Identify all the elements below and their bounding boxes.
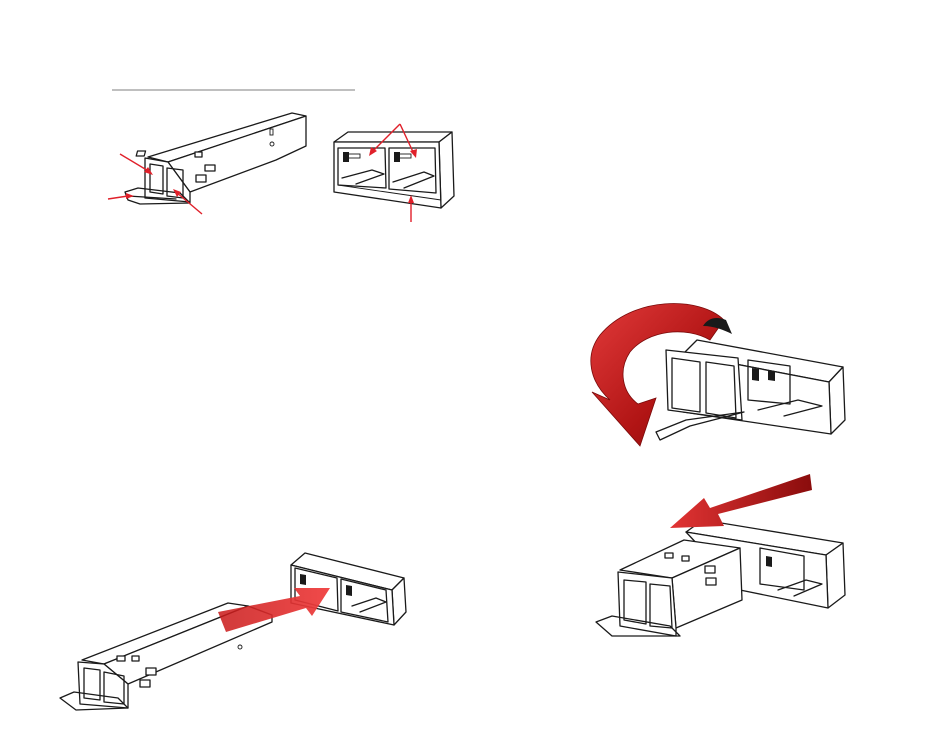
cage-receptacle-figure	[334, 132, 454, 208]
transceiver-module-figure	[125, 113, 306, 204]
straight-insert-arrow	[218, 588, 330, 632]
remove-module-figure	[596, 520, 845, 636]
straight-remove-arrow	[670, 474, 812, 528]
open-bail-figure	[656, 340, 845, 440]
insert-module-figure	[60, 553, 406, 710]
